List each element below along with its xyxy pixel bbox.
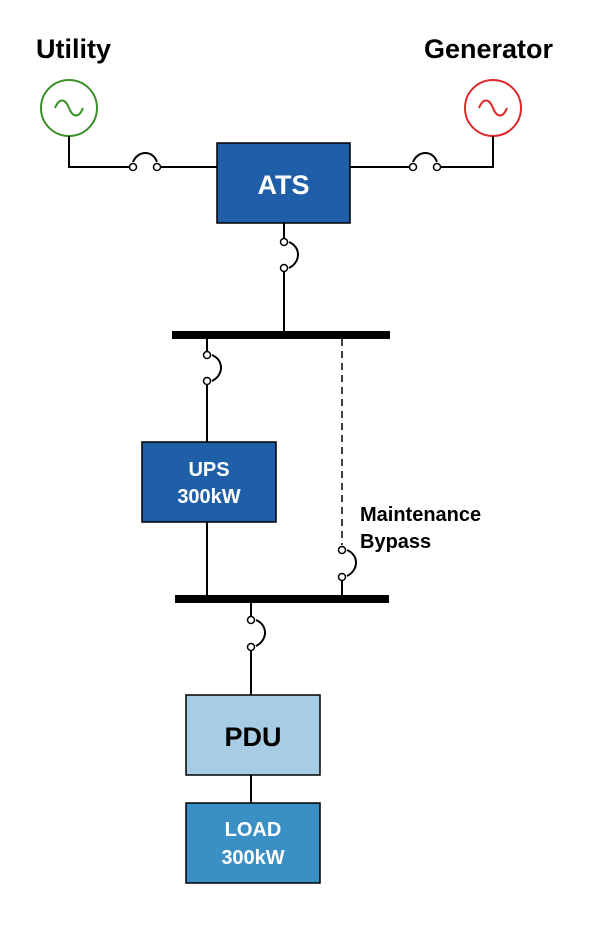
- load-rating: 300kW: [221, 847, 284, 869]
- utility-source: Utility: [36, 34, 111, 137]
- maintenance-bypass: Maintenance Bypass: [337, 339, 481, 596]
- breaker-terminal: [202, 350, 212, 360]
- generator-breaker-icon: [412, 152, 438, 163]
- breaker-terminal: [279, 263, 289, 273]
- pdu-box: PDU: [185, 694, 321, 776]
- upper-bus-bar: [172, 331, 390, 339]
- ats-box: ATS: [216, 142, 351, 224]
- generator-feeder: [350, 136, 494, 172]
- ats-output-feeder: [279, 223, 299, 331]
- generator-source: Generator: [424, 34, 554, 137]
- lower-bus-bar: [175, 595, 389, 603]
- sine-wave-icon: [478, 99, 508, 117]
- breaker-terminal: [337, 572, 347, 582]
- pdu-input-feeder: [246, 603, 266, 695]
- ups-input-feeder: [202, 339, 222, 442]
- breaker-terminal: [279, 237, 289, 247]
- utility-feeder: [68, 136, 217, 172]
- bypass-breaker-icon: [346, 549, 357, 577]
- breaker-terminal: [432, 162, 442, 172]
- breaker-terminal: [337, 545, 347, 555]
- bypass-label-line2: Bypass: [360, 531, 431, 553]
- ups-rating: 300kW: [177, 486, 240, 508]
- breaker-terminal: [152, 162, 162, 172]
- utility-breaker-icon: [132, 152, 158, 163]
- pdu-label: PDU: [224, 722, 281, 752]
- breaker-terminal: [202, 376, 212, 386]
- ups-input-breaker-icon: [211, 354, 222, 382]
- utility-label: Utility: [36, 34, 111, 64]
- ups-box: UPS 300kW: [141, 441, 277, 523]
- load-box: LOAD 300kW: [185, 802, 321, 884]
- ups-label: UPS: [188, 459, 229, 481]
- pdu-input-breaker-icon: [255, 619, 266, 647]
- generator-label: Generator: [424, 34, 554, 64]
- load-label: LOAD: [225, 819, 282, 841]
- ats-output-breaker-icon: [288, 241, 299, 269]
- breaker-terminal: [128, 162, 138, 172]
- sine-wave-icon: [54, 99, 84, 117]
- breaker-terminal: [408, 162, 418, 172]
- breaker-terminal: [246, 615, 256, 625]
- bypass-label-line1: Maintenance: [360, 504, 481, 526]
- ats-label: ATS: [258, 170, 310, 200]
- breaker-terminal: [246, 642, 256, 652]
